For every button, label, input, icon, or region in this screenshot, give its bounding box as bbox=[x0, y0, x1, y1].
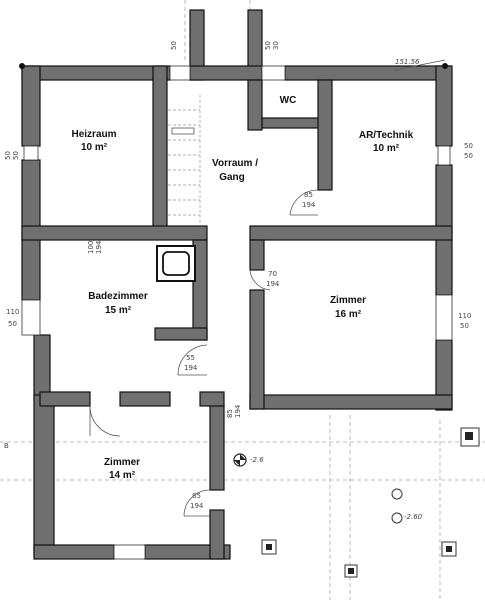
bathtub-fixture bbox=[156, 245, 196, 282]
wall-east-left-low bbox=[249, 289, 265, 410]
wall-wc-left bbox=[247, 79, 263, 131]
dim-top-a: 50 bbox=[170, 41, 178, 50]
door-bad-bot: 194 bbox=[95, 240, 103, 254]
door-wc-bot: 194 bbox=[302, 201, 316, 209]
room-area-technik: 10 m² bbox=[373, 143, 400, 154]
wall-east-bottom bbox=[249, 394, 453, 410]
wall-wc-bottom bbox=[261, 117, 323, 129]
wall-bath-bottom bbox=[39, 391, 91, 407]
wall-mid-left bbox=[21, 225, 208, 241]
door-zimmer-top: 70 bbox=[268, 270, 277, 278]
wall-bath-bottom-right bbox=[119, 391, 171, 407]
room-area-zimmer-sw: 14 m² bbox=[109, 470, 136, 481]
door-gang-top: 85 bbox=[226, 409, 234, 418]
dim-right-upper-b: 50 bbox=[464, 152, 473, 160]
door-zimmer-bot: 194 bbox=[266, 280, 280, 288]
room-area-zimmer-east: 16 m² bbox=[335, 309, 362, 320]
room-name-vorraum-2: Gang bbox=[219, 172, 245, 183]
door-sw-top: 85 bbox=[192, 492, 201, 500]
wall-left-lower bbox=[33, 334, 51, 401]
room-name-vorraum-1: Vorraum / bbox=[212, 158, 258, 169]
room-area-bad: 15 m² bbox=[105, 305, 132, 316]
section-mark-b: B bbox=[4, 442, 9, 450]
wall-tech-left bbox=[317, 79, 333, 191]
room-name-heizraum: Heizraum bbox=[71, 129, 116, 140]
win-left-top: 110 bbox=[6, 308, 19, 316]
door-swings bbox=[89, 189, 319, 517]
win-right-bot: 50 bbox=[460, 322, 469, 330]
win-right-top: 110 bbox=[458, 312, 471, 320]
wall-top-left bbox=[21, 65, 171, 81]
dim-left-upper-b: 50 bbox=[12, 151, 20, 160]
room-name-zimmer-sw: Zimmer bbox=[104, 457, 140, 468]
room-name-bad: Badezimmer bbox=[88, 291, 148, 302]
wall-bottom-left bbox=[33, 544, 115, 560]
door-bad2-bot: 194 bbox=[184, 364, 198, 372]
dim-top-c: 30 bbox=[272, 41, 280, 50]
dim-right-upper-a: 50 bbox=[464, 142, 473, 150]
dim-left-upper-a: 50 bbox=[4, 151, 12, 160]
wall-mid-right bbox=[249, 225, 453, 241]
wall-heiz-right bbox=[152, 65, 168, 237]
wall-entry-top bbox=[189, 65, 263, 81]
elevation-b: -2.60 bbox=[404, 513, 423, 521]
room-name-wc: WC bbox=[280, 95, 297, 106]
wall-bath-bottom-far bbox=[199, 391, 225, 407]
level-marker: 151.56 bbox=[395, 58, 420, 66]
wall-right-upper bbox=[435, 65, 453, 147]
staircase bbox=[168, 95, 201, 225]
wall-bath-stub bbox=[154, 327, 208, 341]
wall-left-upper bbox=[21, 65, 41, 147]
door-bad-top: 100 bbox=[87, 241, 95, 254]
walls bbox=[21, 9, 453, 560]
room-name-technik: AR/Technik bbox=[359, 130, 414, 141]
windows bbox=[21, 65, 453, 560]
dim-top-b: 50 bbox=[264, 41, 272, 50]
wall-east-left bbox=[249, 239, 265, 271]
wall-sw-right bbox=[209, 404, 225, 491]
wall-left-bottom bbox=[33, 394, 55, 556]
wall-sw-right-low bbox=[209, 509, 225, 560]
room-area-heizraum: 10 m² bbox=[81, 142, 108, 153]
win-left-bot: 50 bbox=[8, 320, 17, 328]
door-sw-bot: 194 bbox=[190, 502, 204, 510]
door-bad2-top: 55 bbox=[186, 354, 195, 362]
room-name-zimmer-east: Zimmer bbox=[330, 295, 366, 306]
door-wc-top: 85 bbox=[304, 191, 313, 199]
exterior-markers bbox=[19, 59, 480, 578]
wall-top-right bbox=[284, 65, 451, 81]
elevation-a: -2.6 bbox=[250, 456, 264, 464]
door-gang-bot: 194 bbox=[234, 404, 242, 418]
